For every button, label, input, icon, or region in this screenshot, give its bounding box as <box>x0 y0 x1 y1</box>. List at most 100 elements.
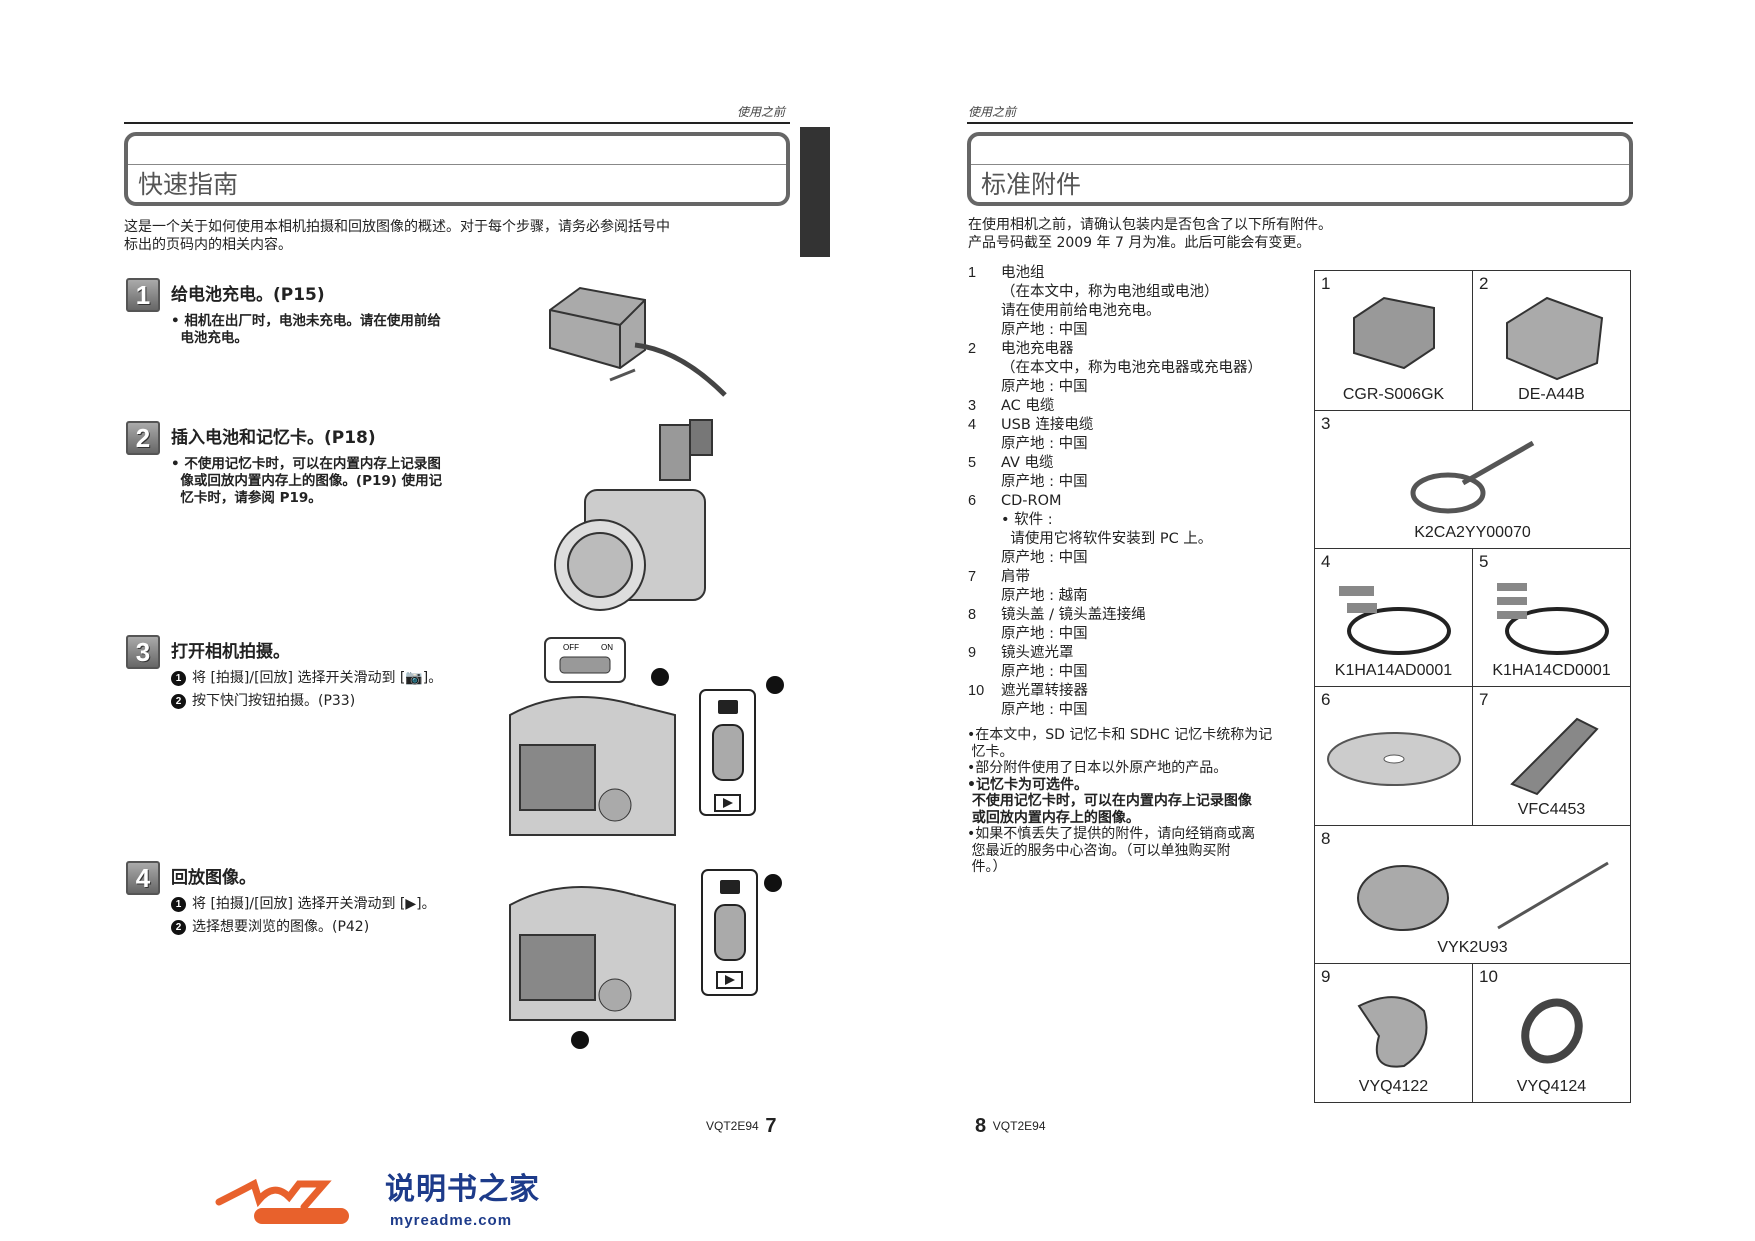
note-line: 您最近的服务中心咨询。（可以单独购买附 <box>967 842 1231 859</box>
accessory-image <box>1496 583 1609 655</box>
intro-text: 这是一个关于如何使用本相机拍摄和回放图像的概述。对于每个步骤，请务必参阅括号中标… <box>124 219 670 253</box>
accessory-number: 5 <box>1479 552 1489 571</box>
accessory-model: VYK2U93 <box>1437 939 1508 956</box>
switch-off-label: OFF <box>563 643 579 652</box>
accessory-model: K1HA14CD0001 <box>1492 662 1611 679</box>
title-box: 标准附件 <box>967 132 1633 206</box>
note-line: 或回放内置内存上的图像。 <box>967 809 1140 826</box>
list-item: （在本文中，称为电池组或电池） <box>1001 284 1219 300</box>
step-body: • 不使用记忆卡时，可以在内置内存上记录图 像或回放内置内存上的图像。(P19)… <box>171 456 443 506</box>
chapter-tab <box>800 127 830 257</box>
list-item: 原产地 : 中国 <box>1001 322 1088 338</box>
title-box: 快速指南 <box>124 132 790 206</box>
list-item: 原产地 : 中国 <box>1001 664 1088 680</box>
accessory-number: 7 <box>1479 690 1489 709</box>
accessory-number: 4 <box>1321 552 1331 571</box>
note-line: •记忆卡为可选件。 <box>967 776 1088 793</box>
accessory-image <box>1326 732 1461 786</box>
accessory-image <box>1505 296 1603 381</box>
accessory-image <box>1357 996 1427 1068</box>
note-line: •部分附件使用了日本以外原产地的产品。 <box>967 760 1228 776</box>
accessory-number: 3 <box>1321 414 1331 433</box>
accessory-image <box>1410 440 1534 514</box>
accessory-number: 6 <box>1321 690 1331 709</box>
step-number: 3 <box>126 635 160 669</box>
step-number: 2 <box>126 421 160 455</box>
page-title: 标准附件 <box>981 170 1082 199</box>
accessory-model: VYQ4124 <box>1516 1078 1587 1095</box>
accessory-image <box>1338 586 1451 655</box>
note-line: 不使用记忆卡时，可以在内置内存上记录图像 <box>967 793 1252 809</box>
note-line: 件。） <box>967 859 1007 875</box>
accessory-model: VFC4453 <box>1517 801 1586 818</box>
note-line: 忆卡。 <box>967 743 1014 760</box>
section-label-left: 使用之前 <box>737 105 786 119</box>
section-label-right: 使用之前 <box>968 105 1017 119</box>
list-item: （在本文中，称为电池充电器或充电器） <box>1001 360 1262 376</box>
charger-illustration <box>549 286 727 397</box>
accessory-number: 8 <box>1321 829 1331 848</box>
list-item: • 软件 : <box>1001 512 1053 528</box>
accessory-number: 9 <box>1321 967 1331 986</box>
step-title: 回放图像。 <box>171 868 256 888</box>
note-line: •如果不慎丢失了提供的附件，请向经销商或离 <box>967 826 1256 842</box>
accessory-number: 1 <box>1321 274 1331 293</box>
step-body: • 相机在出厂时，电池未充电。请在使用前给 电池充电。 <box>171 313 441 346</box>
accessory-model: K1HA14AD0001 <box>1334 662 1453 679</box>
step-number: 4 <box>126 861 160 895</box>
camera-playback-illustration <box>509 869 782 1049</box>
intro-text: 在使用相机之前，请确认包装内是否包含了以下所有附件。产品号码截至 2009 年 … <box>968 217 1332 251</box>
step-number: 1 <box>126 278 160 312</box>
accessory-model: DE-A44B <box>1518 386 1585 403</box>
step-title: 打开相机拍摄。 <box>171 642 290 662</box>
header-rule <box>124 122 790 124</box>
page-footer-left: VQT2E94 7 <box>706 1115 777 1137</box>
list-item: 原产地 : 越南 <box>1001 588 1088 604</box>
list-item: 原产地 : 中国 <box>1001 550 1088 566</box>
site-url: myreadme.com <box>390 1212 513 1229</box>
header-rule <box>967 122 1633 124</box>
accessory-cell: 6 <box>1315 687 1473 826</box>
accessory-image <box>1520 998 1583 1064</box>
page-title: 快速指南 <box>138 170 239 199</box>
site-name: 说明书之家 <box>385 1172 540 1207</box>
accessory-image <box>1509 717 1599 796</box>
switch-on-label: ON <box>601 643 613 652</box>
list-item: 请在使用前给电池充电。 <box>1001 303 1161 319</box>
accessory-model: K2CA2YY00070 <box>1414 524 1531 541</box>
camera-battery-illustration <box>554 419 713 611</box>
note-line: •在本文中，SD 记忆卡和 SDHC 记忆卡统称为记 <box>967 727 1273 743</box>
accessory-model: VYQ4122 <box>1358 1078 1429 1095</box>
accessory-image <box>1356 861 1609 931</box>
accessory-image <box>1352 296 1435 370</box>
list-item: 请使用它将软件安装到 PC 上。 <box>1001 531 1213 547</box>
page-footer-right: 8 VQT2E94 <box>975 1115 1046 1137</box>
list-item: 原产地 : 中国 <box>1001 436 1088 452</box>
list-item: 原产地 : 中国 <box>1001 379 1088 395</box>
